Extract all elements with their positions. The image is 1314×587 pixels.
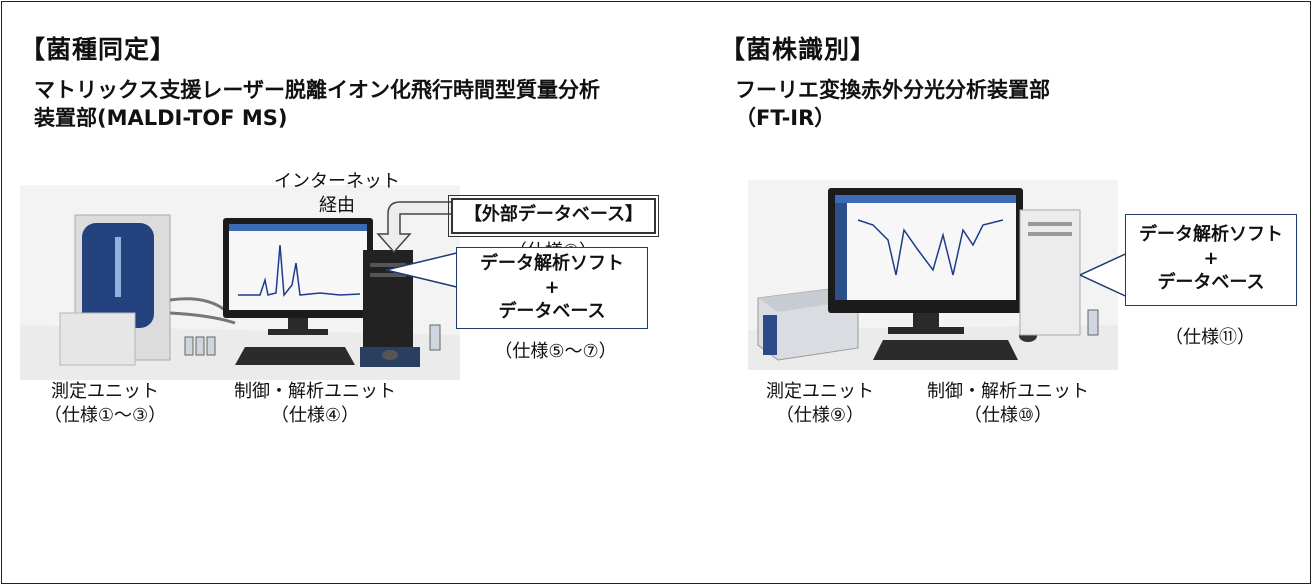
maldi-software-line2: データベース — [498, 301, 606, 322]
maldi-control-unit-label: 制御・解析ユニット — [234, 381, 396, 402]
download-arrow — [376, 201, 456, 254]
maldi-software-plus: + — [544, 277, 560, 298]
maldi-measure-unit-spec: （仕様①～③） — [43, 405, 167, 426]
maldi-title-line1: マトリックス支援レーザー脱離イオン化飛行時間型質量分析 — [34, 78, 600, 102]
ftir-software-line1: データ解析ソフト — [1139, 224, 1283, 245]
maldi-instrument — [59, 214, 171, 366]
ftir-equipment-illustration — [748, 180, 1118, 370]
external-database-box: 【外部データベース】 — [448, 195, 659, 237]
internet-label-line1: インターネット — [274, 171, 400, 192]
maldi-keyboard — [235, 347, 355, 365]
ftir-title-line1: フーリエ変換赤外分光分析装置部 — [735, 78, 1050, 102]
maldi-equipment-illustration — [20, 185, 460, 380]
ftir-control-unit-label: 制御・解析ユニット — [927, 381, 1089, 402]
maldi-monitor — [223, 218, 373, 335]
ftir-monitor — [828, 188, 1023, 334]
ftir-software-box: データ解析ソフト + データベース — [1125, 214, 1297, 306]
ftir-keyboard — [873, 340, 1018, 360]
ftir-pc-tower — [1019, 209, 1081, 336]
section-heading-left: 【菌種同定】 — [20, 35, 177, 64]
section-heading-right: 【菌株識別】 — [720, 35, 877, 64]
ftir-title-line2: （FT-IR） — [735, 106, 836, 130]
maldi-software-box: データ解析ソフト + データベース — [456, 247, 648, 329]
ftir-control-unit-spec: （仕様⑩） — [963, 405, 1053, 426]
maldi-title-line2: 装置部(MALDI-TOF MS) — [34, 106, 288, 130]
spec-maldi-software: （仕様⑤～⑦） — [494, 341, 617, 362]
ftir-measure-unit-spec: （仕様⑨） — [775, 405, 865, 426]
maldi-control-unit-spec: （仕様④） — [270, 405, 360, 426]
ftir-software-line2: データベース — [1157, 272, 1265, 293]
ftir-software-plus: + — [1203, 248, 1219, 269]
maldi-measure-unit-label: 測定ユニット — [51, 381, 159, 402]
spec-ftir-software: （仕様⑪） — [1165, 327, 1255, 348]
callout-pointer-left — [386, 251, 462, 289]
maldi-software-line1: データ解析ソフト — [480, 253, 624, 274]
internet-label-line2: 経由 — [319, 195, 355, 216]
ftir-measure-unit-label: 測定ユニット — [766, 381, 874, 402]
